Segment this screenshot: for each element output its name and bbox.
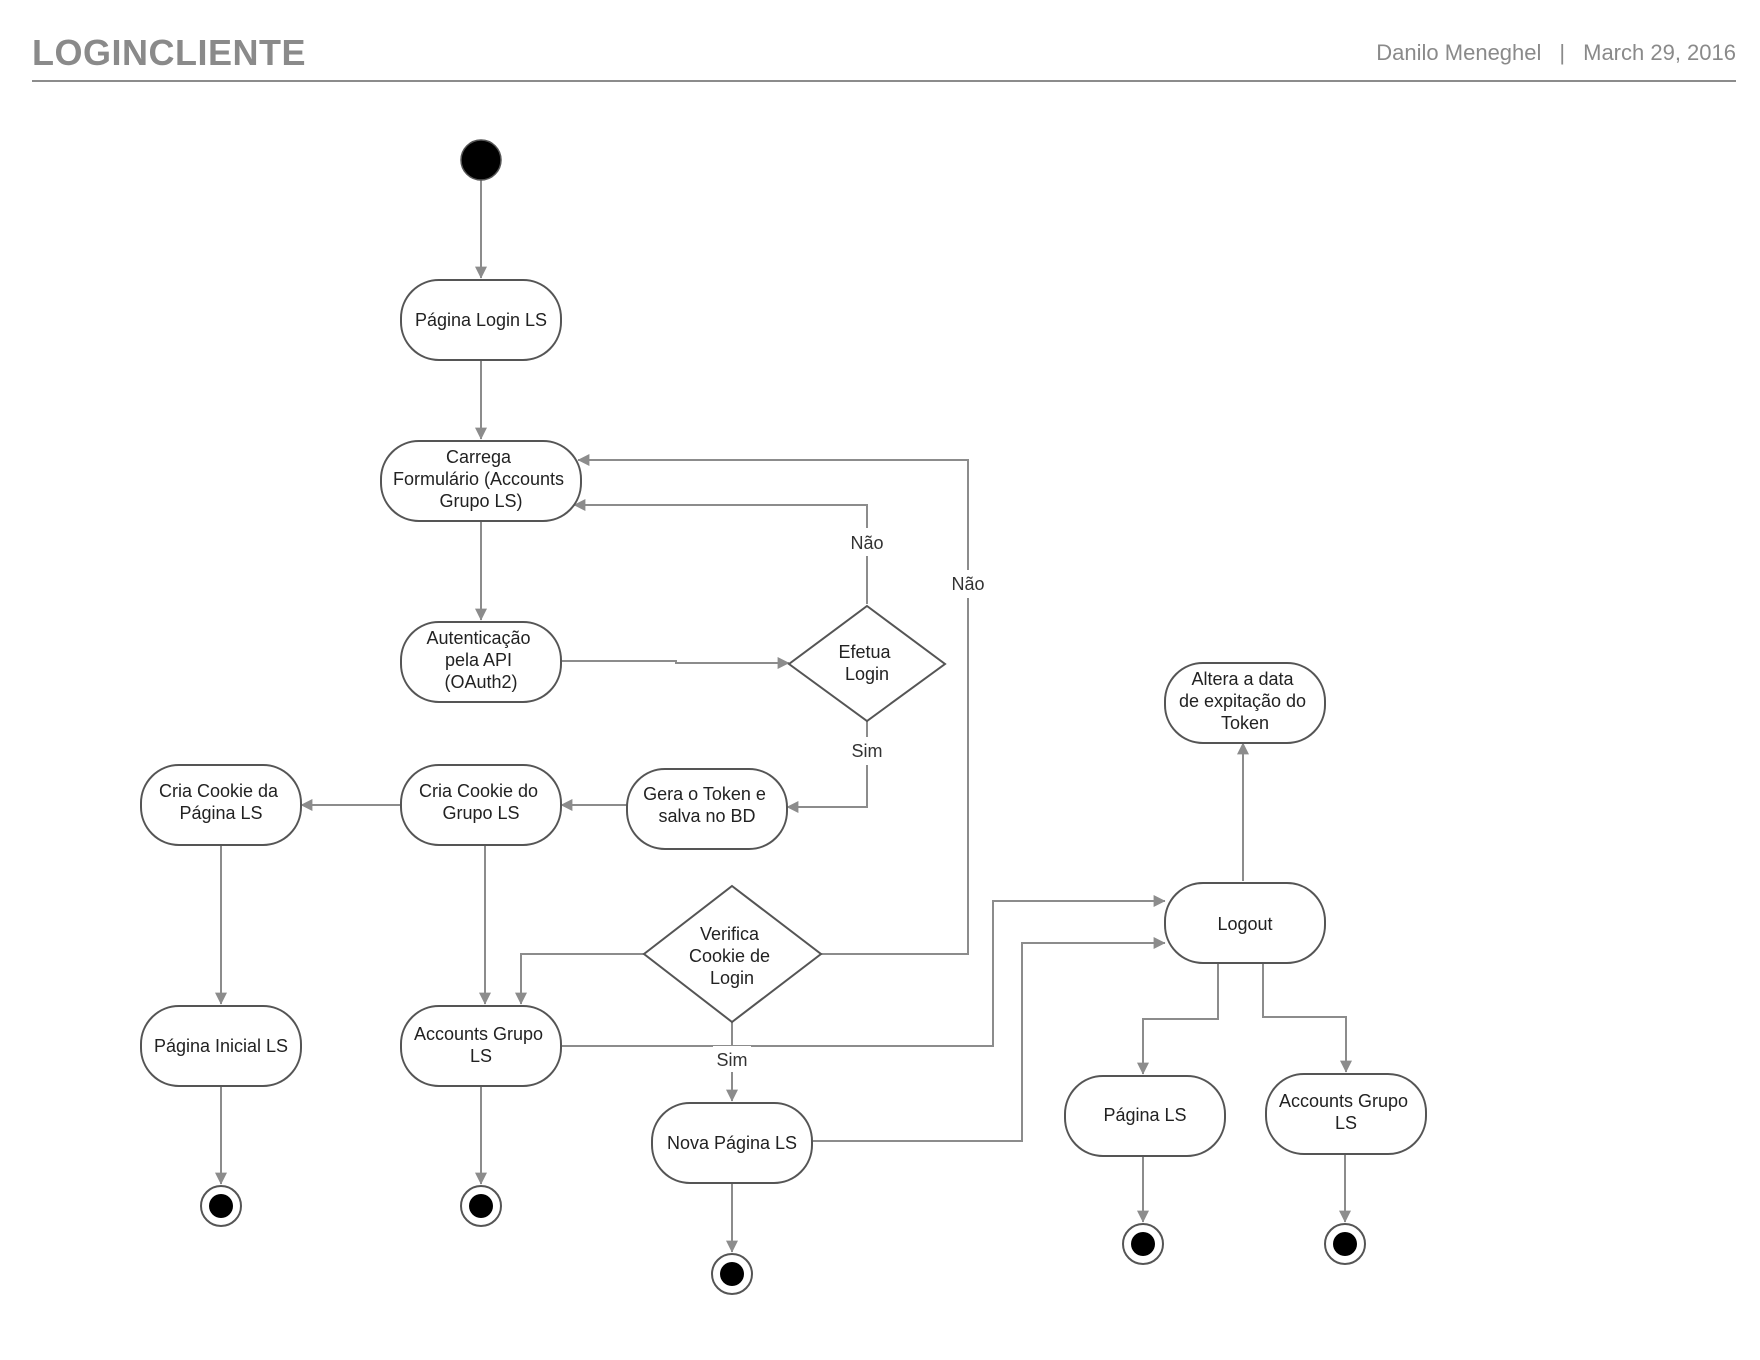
node-label: Nova Página LS bbox=[667, 1133, 797, 1153]
end-node-accounts-grupo bbox=[460, 1185, 502, 1227]
edge-accounts-to-logout bbox=[561, 895, 1166, 1047]
node-label-line: Cria Cookie da bbox=[159, 781, 279, 801]
node-accounts-grupo-1: Accounts Grupo LS bbox=[400, 1005, 562, 1087]
node-label-line: Formulário (Accounts bbox=[393, 469, 564, 489]
node-pagina-ls: Página LS bbox=[1064, 1075, 1226, 1157]
end-node-nova-pagina bbox=[711, 1253, 753, 1295]
edge-nova-pagina-to-logout bbox=[813, 937, 1166, 1142]
node-label-line: Cria Cookie do bbox=[419, 781, 538, 801]
node-label-line: Cookie de bbox=[689, 946, 770, 966]
end-node-accounts-grupo-2 bbox=[1324, 1223, 1366, 1265]
edge-autenticacao-to-efetua bbox=[561, 657, 790, 669]
header-separator: | bbox=[1559, 40, 1566, 65]
node-nova-pagina: Nova Página LS bbox=[651, 1102, 813, 1184]
node-label-line: Verifica bbox=[700, 924, 760, 944]
header-meta: Danilo Meneghel | March 29, 2016 bbox=[1376, 40, 1736, 66]
edge-logout-to-pagina-ls bbox=[1137, 963, 1219, 1075]
end-node-pagina-ls bbox=[1122, 1223, 1164, 1265]
node-label-line: Efetua bbox=[838, 642, 891, 662]
svg-text:Verifica Cookie de: Verifica Cookie de Login bbox=[689, 924, 775, 988]
node-accounts-grupo-2: Accounts Grupo LS bbox=[1265, 1073, 1427, 1155]
node-altera-data: Altera a data de expitação do Token bbox=[1164, 662, 1326, 744]
node-label-line: Accounts Grupo bbox=[1279, 1091, 1408, 1111]
node-label-line: Grupo LS) bbox=[439, 491, 522, 511]
node-label: Logout bbox=[1217, 914, 1272, 934]
svg-text:Gera o Token e salva no: Gera o Token e salva no BD bbox=[643, 784, 771, 826]
edge-efetua-nao-to-carrega bbox=[573, 499, 868, 604]
svg-text:Altera a data de expitaç: Altera a data de expitação do Token bbox=[1179, 669, 1311, 733]
node-pagina-inicial: Página Inicial LS bbox=[140, 1005, 302, 1087]
page-header: LOGINCLIENTE Danilo Meneghel | March 29, 2… bbox=[32, 28, 1736, 82]
decision-efetua-login: Efetua Login bbox=[787, 604, 947, 723]
node-cria-cookie-grupo: Cria Cookie do Grupo LS bbox=[400, 764, 562, 846]
node-label: Página LS bbox=[1103, 1105, 1186, 1125]
node-pagina-login: Página Login LS bbox=[400, 279, 562, 361]
svg-text:Accounts Grupo LS: Accounts Grupo LS bbox=[1279, 1091, 1413, 1133]
edge-verifica-nao-to-carrega bbox=[577, 454, 969, 955]
svg-text:Cria Cookie do Grupo LS: Cria Cookie do Grupo LS bbox=[419, 781, 543, 823]
diagram-date: March 29, 2016 bbox=[1583, 40, 1736, 65]
svg-text:Accounts Grupo LS: Accounts Grupo LS bbox=[414, 1024, 548, 1066]
node-cria-cookie-pagina: Cria Cookie da Página LS bbox=[140, 764, 302, 846]
svg-text:Cria Cookie da Página LS: Cria Cookie da Página LS bbox=[159, 781, 283, 823]
edge-label-verifica-nao: Não bbox=[951, 574, 984, 594]
node-label-line: Token bbox=[1221, 713, 1269, 733]
node-label-line: Grupo LS bbox=[442, 803, 519, 823]
end-node-pagina-inicial bbox=[200, 1185, 242, 1227]
node-label: Página Inicial LS bbox=[154, 1036, 288, 1056]
node-label-line: LS bbox=[1335, 1113, 1357, 1133]
edge-labels: Não Sim Não Sim bbox=[713, 528, 989, 1072]
node-label-line: Accounts Grupo bbox=[414, 1024, 543, 1044]
node-label-line: Gera o Token e bbox=[643, 784, 766, 804]
edge-verifica-to-accounts bbox=[515, 953, 644, 1005]
node-label-line: (OAuth2) bbox=[444, 672, 517, 692]
edge-label-efetua-nao: Não bbox=[850, 533, 883, 553]
node-label: Página Login LS bbox=[415, 310, 547, 330]
node-label-line: salva no BD bbox=[658, 806, 755, 826]
start-node bbox=[460, 139, 502, 181]
svg-text:Autenticação pela API: Autenticação pela API (OAuth2) bbox=[426, 628, 535, 692]
node-gera-token: Gera o Token e salva no BD bbox=[626, 768, 788, 850]
node-label-line: Login bbox=[845, 664, 889, 684]
decision-verifica-cookie: Verifica Cookie de Login bbox=[642, 884, 823, 1024]
edge-label-verifica-sim: Sim bbox=[717, 1050, 748, 1070]
edges bbox=[215, 178, 1352, 1253]
node-label-line: Página LS bbox=[179, 803, 262, 823]
author-name: Danilo Meneghel bbox=[1376, 40, 1542, 65]
node-label-line: pela API bbox=[445, 650, 512, 670]
node-label-line: de expitação do bbox=[1179, 691, 1306, 711]
node-label-line: Login bbox=[710, 968, 754, 988]
edge-label-efetua-sim: Sim bbox=[852, 741, 883, 761]
node-label-line: LS bbox=[470, 1046, 492, 1066]
page-title: LOGINCLIENTE bbox=[32, 32, 306, 73]
node-label-line: Autenticação bbox=[426, 628, 530, 648]
node-autenticacao: Autenticação pela API (OAuth2) bbox=[400, 621, 562, 703]
node-carrega-formulario: Carrega Formulário (Accounts Grupo LS) bbox=[380, 440, 582, 522]
svg-text:Efetua Login: Efetua Login bbox=[838, 642, 895, 684]
node-label-line: Carrega bbox=[446, 447, 512, 467]
edge-logout-to-accounts-2 bbox=[1262, 963, 1352, 1073]
node-label-line: Altera a data bbox=[1191, 669, 1294, 689]
node-logout: Logout bbox=[1164, 882, 1326, 964]
svg-text:Carrega Formulário (Acco: Carrega Formulário (Accounts Grupo LS) bbox=[393, 447, 569, 511]
